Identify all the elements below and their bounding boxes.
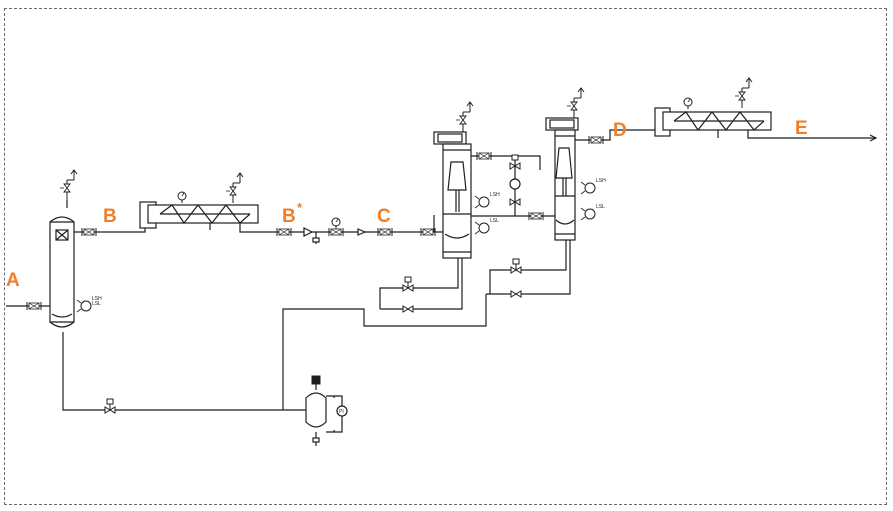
check-valve-c xyxy=(357,228,367,236)
flange-filter xyxy=(328,227,344,237)
column-2 xyxy=(545,117,579,241)
stream-label-e: E xyxy=(795,118,808,139)
relief-valve-column-1 xyxy=(455,101,474,133)
pipe-product-e xyxy=(747,130,876,139)
relief-valve-exchanger-2 xyxy=(734,77,753,109)
level-controller-column-2-upper xyxy=(580,181,596,195)
pipe-return-header xyxy=(282,294,487,410)
valve-column-2-return xyxy=(510,290,522,298)
control-valve-column-2-bottoms xyxy=(510,258,522,274)
tag-pi-receiver: PI xyxy=(339,409,344,415)
control-valve-separator-bottoms xyxy=(104,398,116,414)
heat-exchanger-1 xyxy=(139,201,259,229)
diagram-frame xyxy=(4,8,887,505)
flange-feed-a xyxy=(26,301,42,311)
temperature-gauge-exchanger-2 xyxy=(683,97,693,110)
relief-valve-column-2 xyxy=(566,87,585,119)
flange-line-b-star xyxy=(276,227,292,237)
level-controller-column-1-lower xyxy=(474,221,490,235)
tag-lsh-separator: LSH xyxy=(92,296,102,302)
tag-lsl-column-1: LSL xyxy=(490,218,499,224)
level-controller-column-1-upper xyxy=(474,195,490,209)
stream-label-b: B xyxy=(103,206,117,227)
level-controller-column-2-lower xyxy=(580,207,596,221)
tag-lsl-separator: LSL xyxy=(92,301,101,307)
flange-column-1-overhead xyxy=(476,151,492,161)
separator-vessel xyxy=(49,216,75,328)
pressure-gauge-filter xyxy=(331,217,341,230)
temperature-gauge-exchanger-1 xyxy=(177,191,187,204)
pipe-column-2-draw xyxy=(489,240,567,294)
flange-column-1-inlet xyxy=(420,227,436,237)
stream-label-d: D xyxy=(613,120,627,141)
pipe-column-1-overhead xyxy=(470,155,541,170)
relief-valve-separator xyxy=(59,169,78,201)
pipe-column-2-overhead xyxy=(570,129,658,141)
arrow-product-e xyxy=(869,134,878,142)
column-1 xyxy=(433,131,472,259)
flange-line-d xyxy=(588,135,604,145)
stream-label-a: A xyxy=(6,270,20,291)
stream-label-b-star: B xyxy=(282,206,296,227)
relief-valve-exchanger-1 xyxy=(225,172,244,204)
control-valve-column-1-bottoms xyxy=(402,276,414,292)
stream-label-b-star-mark: * xyxy=(297,200,303,215)
tag-lsh-column-2: LSH xyxy=(596,178,606,184)
pipe-separator-bottoms xyxy=(62,332,308,411)
check-valve-b-star xyxy=(303,227,314,237)
pipe-column-2-bottoms xyxy=(486,240,571,295)
pipe-column-1-bottoms xyxy=(379,258,459,309)
pressure-indicator-receiver xyxy=(336,405,348,417)
stream-label-c: C xyxy=(377,206,391,227)
drain-valve-b-star xyxy=(312,237,320,243)
flange-line-c xyxy=(377,227,393,237)
flow-indicator-bypass xyxy=(509,178,521,190)
tag-lsh-column-1: LSH xyxy=(490,192,500,198)
pipe-column-1-return xyxy=(380,258,463,310)
heat-exchanger-2 xyxy=(654,107,772,137)
flange-column-2-inlet xyxy=(528,211,544,221)
level-controller-separator xyxy=(76,299,92,313)
tag-lsl-column-2: LSL xyxy=(596,204,605,210)
flange-line-b xyxy=(81,227,97,237)
receiver-drum xyxy=(305,375,343,446)
valve-column-1-return xyxy=(402,305,414,313)
